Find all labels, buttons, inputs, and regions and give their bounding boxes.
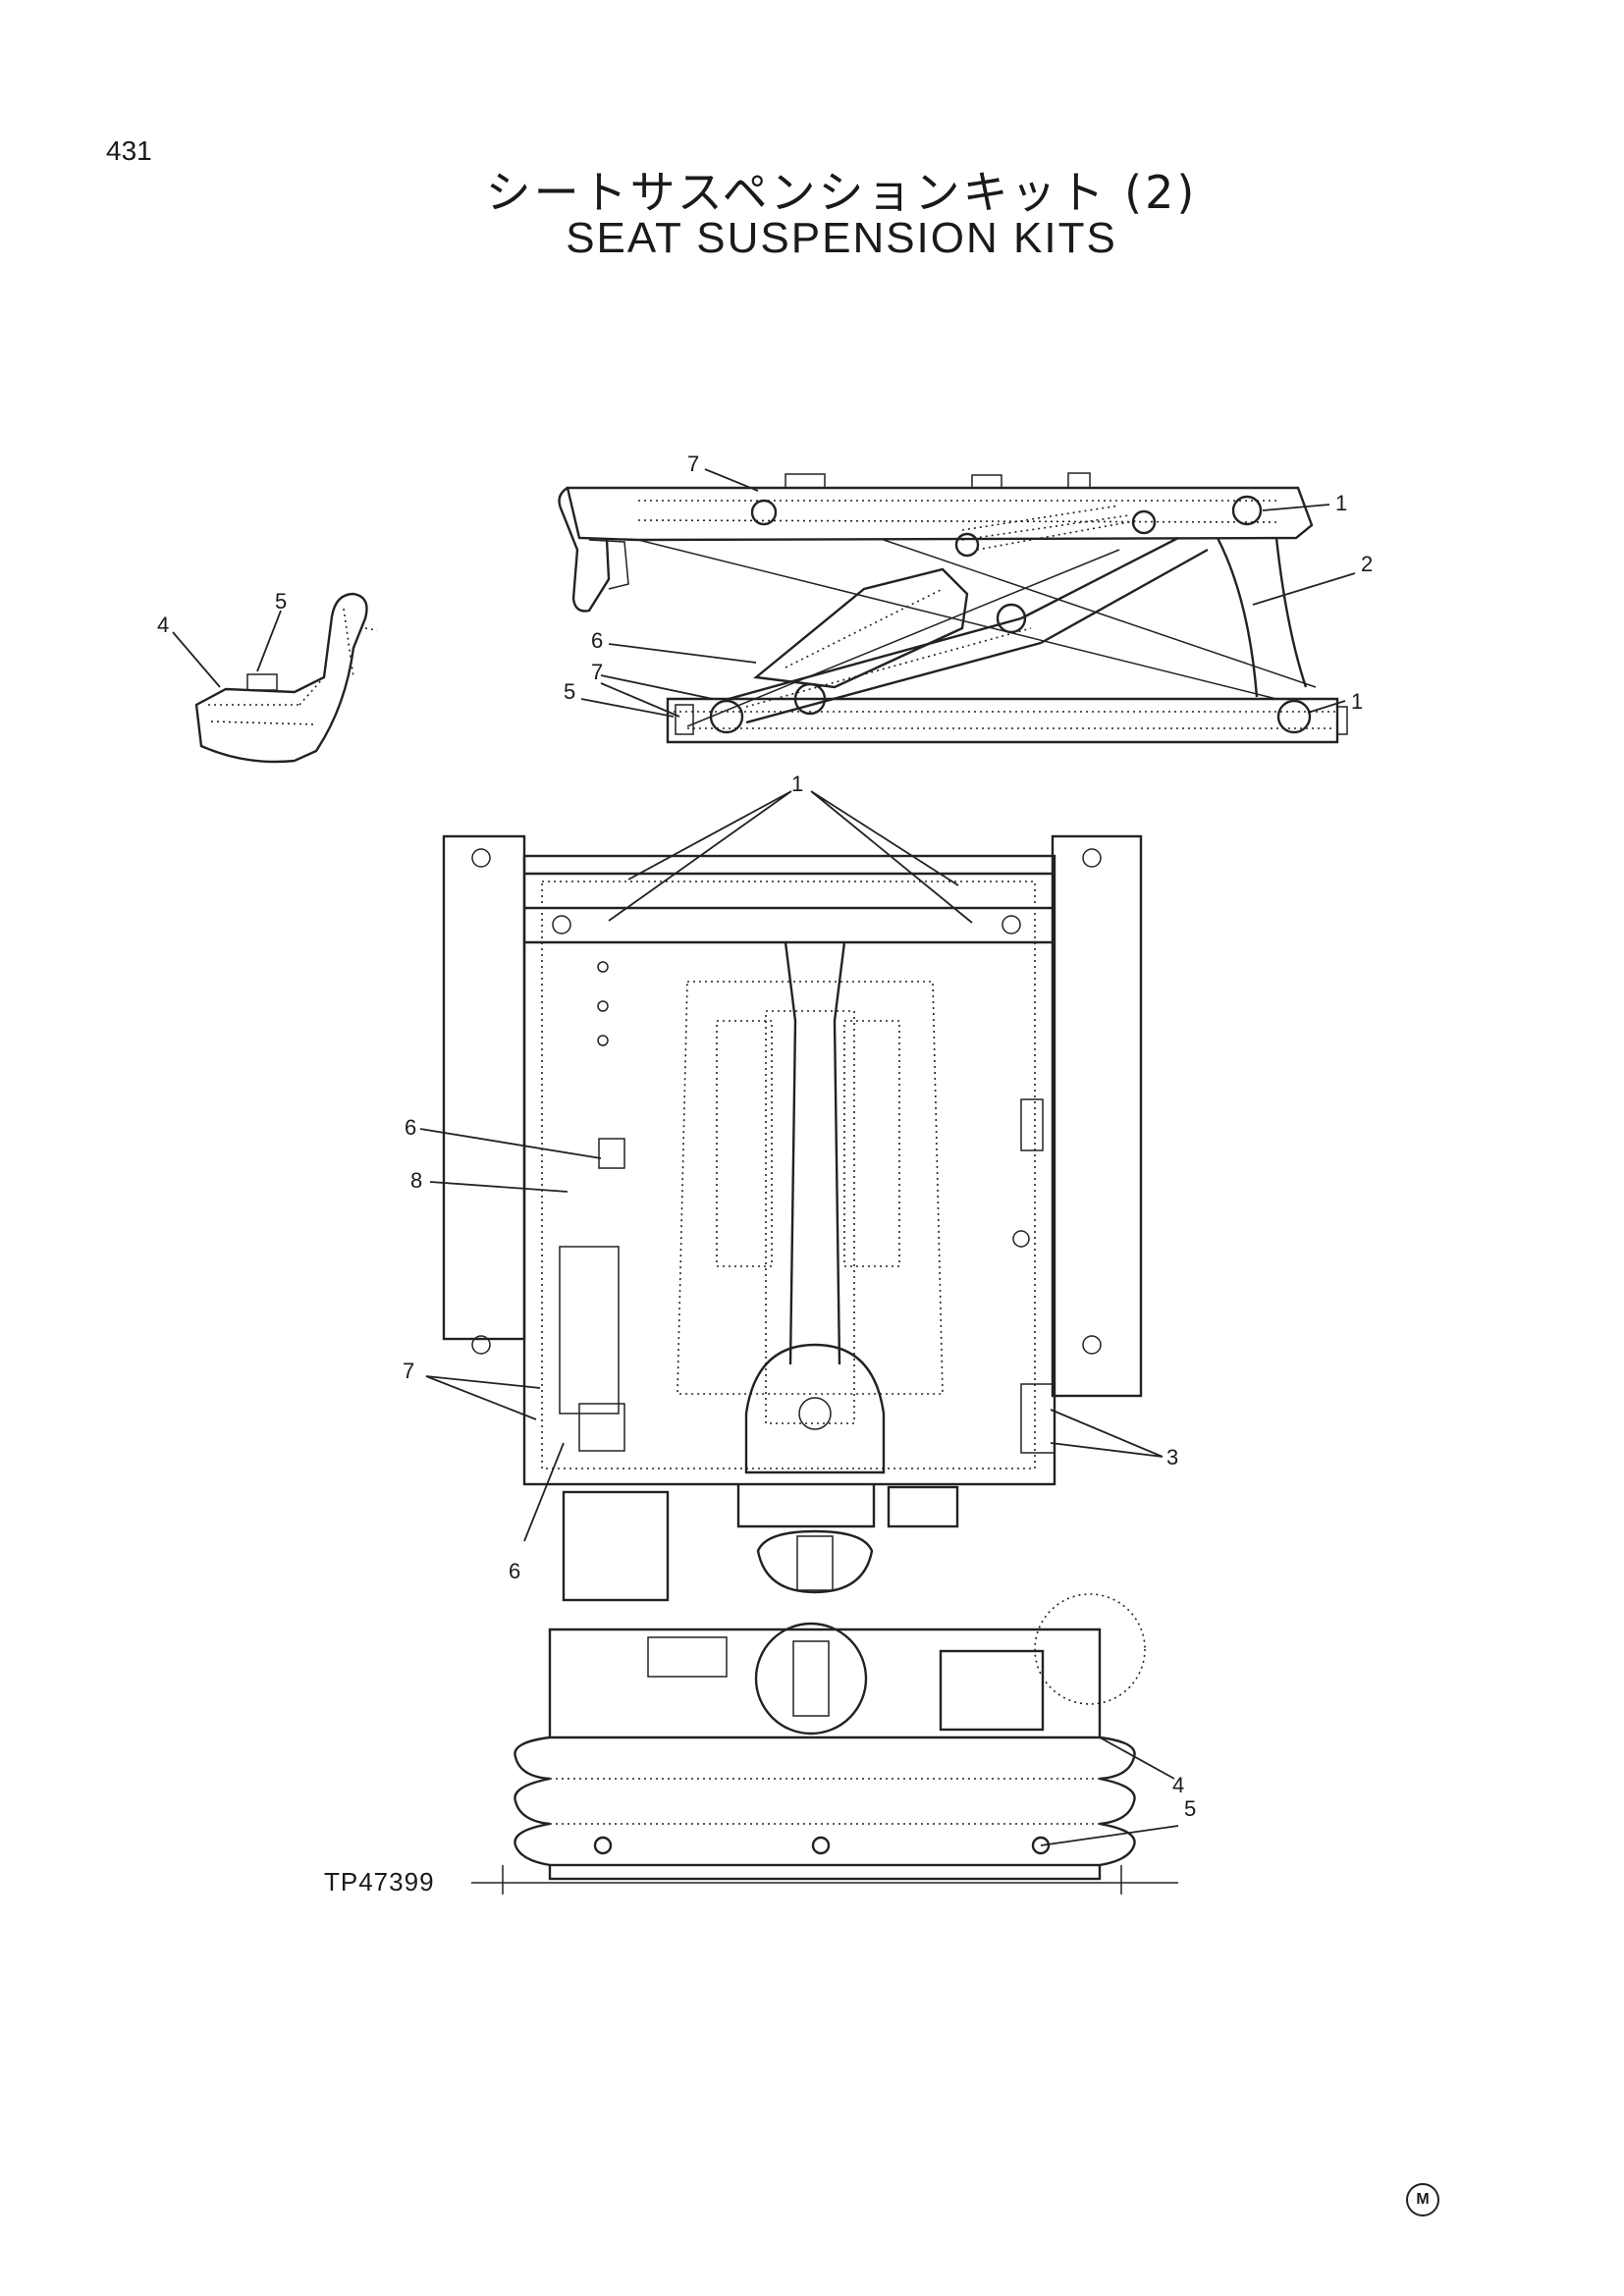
callout-3: 3 [1166, 1445, 1178, 1469]
callout-4-bracket: 4 [157, 613, 169, 637]
callout-5-bracket: 5 [275, 589, 287, 614]
callout-1-top-right: 1 [1335, 491, 1347, 515]
callout-7-side: 7 [591, 660, 603, 684]
bracket-part [194, 592, 378, 764]
manufacturer-mark: M [1406, 2183, 1439, 2216]
callout-6-left: 6 [405, 1115, 416, 1140]
callouts: 4 5 7 1 2 6 7 5 1 1 6 8 7 3 6 4 5 [157, 452, 1373, 1821]
callout-5-side: 5 [564, 679, 575, 704]
callout-6-side: 6 [591, 628, 603, 653]
page-number: 431 [106, 135, 152, 166]
callout-8: 8 [410, 1168, 422, 1193]
callout-7-left: 7 [403, 1359, 414, 1383]
callout-4-front: 4 [1172, 1773, 1184, 1797]
title-english: SEAT SUSPENSION KITS [566, 214, 1117, 262]
callout-1-plan: 1 [791, 772, 803, 796]
suspension-side-view [558, 472, 1348, 744]
suspension-top-view [442, 834, 1143, 1602]
leader-lines [172, 468, 1356, 1846]
callout-7-top: 7 [687, 452, 699, 476]
callout-1-bottom-right: 1 [1351, 689, 1363, 714]
callout-6-bottom: 6 [509, 1559, 520, 1583]
callout-2: 2 [1361, 552, 1373, 576]
callout-5-front: 5 [1184, 1796, 1196, 1821]
title-japanese: シートサスペンションキット (2) [485, 166, 1198, 219]
suspension-front-view [471, 1593, 1178, 1895]
drawing-code: TP47399 [324, 1867, 435, 1896]
